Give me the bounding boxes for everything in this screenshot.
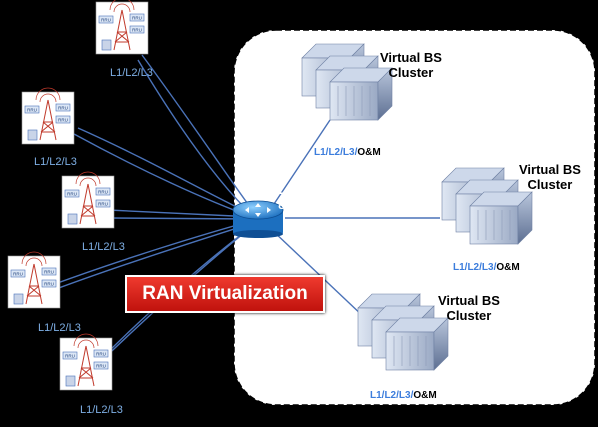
cluster-2-oam: O&M xyxy=(496,262,520,273)
cluster-1-title-line1: Virtual BS xyxy=(380,50,442,65)
link-cluster-3 xyxy=(271,229,366,319)
cluster-1-oam: O&M xyxy=(357,147,381,158)
cluster-3-protocols: L1/L2/L3/O&M xyxy=(370,390,437,401)
cell-site-2 xyxy=(21,87,75,145)
cluster-3-title-line2: Cluster xyxy=(446,308,492,323)
cluster-2-title: Virtual BS Cluster xyxy=(519,162,581,192)
cluster-1-title: Virtual BS Cluster xyxy=(380,50,442,80)
cluster-1-protocol-layers: L1/L2/L3/ xyxy=(314,147,358,158)
site-label-3: L1/L2/L3 xyxy=(82,241,125,253)
cluster-1-title-line2: Cluster xyxy=(388,65,434,80)
cell-site-1 xyxy=(95,0,149,55)
ran-virtualization-banner: RAN Virtualization xyxy=(125,275,325,313)
load-balancer-label: Load balancer & switch xyxy=(278,182,366,212)
site-label-1: L1/L2/L3 xyxy=(110,67,153,79)
backhaul-links xyxy=(269,119,440,319)
site-label-2: L1/L2/L3 xyxy=(34,156,77,168)
cell-site-4 xyxy=(7,251,61,309)
cluster-3-oam: O&M xyxy=(413,390,437,401)
cluster-2-protocol-layers: L1/L2/L3/ xyxy=(453,262,497,273)
site-label-4: L1/L2/L3 xyxy=(38,322,81,334)
cluster-2-title-line1: Virtual BS xyxy=(519,162,581,177)
router-switch-icon xyxy=(232,200,284,238)
ran-virtualization-label: RAN Virtualization xyxy=(142,283,308,304)
site-label-5: L1/L2/L3 xyxy=(80,404,123,416)
cell-site-5 xyxy=(59,333,113,391)
cell-site-3 xyxy=(61,171,115,229)
link-site-3 xyxy=(107,209,256,218)
link-cluster-1 xyxy=(269,119,331,211)
cluster-1-protocols: L1/L2/L3/O&M xyxy=(314,147,381,158)
cluster-2-protocols: L1/L2/L3/O&M xyxy=(453,262,520,273)
link-site-3b xyxy=(107,217,256,220)
cluster-3-title-line1: Virtual BS xyxy=(438,293,500,308)
load-balancer-line2: & switch xyxy=(278,197,332,212)
cluster-3-protocol-layers: L1/L2/L3/ xyxy=(370,390,414,401)
cluster-2-title-line2: Cluster xyxy=(527,177,573,192)
load-balancer-line1: Load balancer xyxy=(278,182,367,197)
cluster-3-title: Virtual BS Cluster xyxy=(438,293,500,323)
